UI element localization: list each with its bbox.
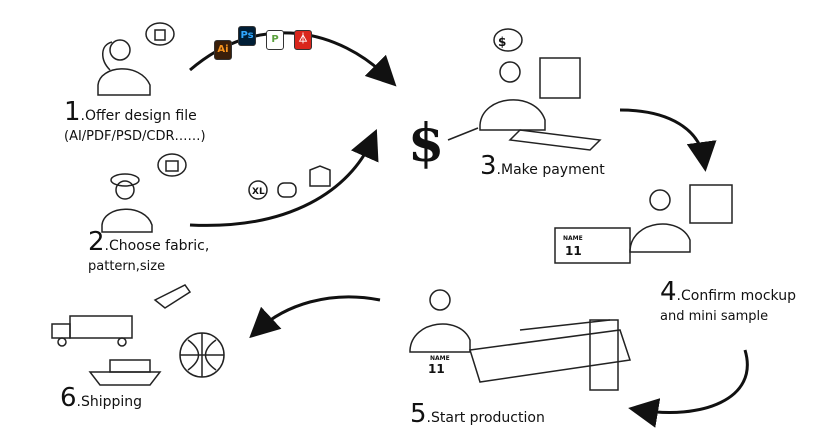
step-label: .Choose fabric, <box>104 238 210 254</box>
step-1: 1.Offer design file (AI/PDF/PSD/CDR……) <box>64 96 206 145</box>
mockup-name-label: NAME <box>563 235 583 242</box>
thought-dollar: $ <box>498 35 506 49</box>
step-5: 5.Start production <box>410 398 545 431</box>
step-number: 3 <box>480 151 497 181</box>
illustrator-icon: Ai <box>214 40 232 60</box>
arrow-step3-to-step4 <box>619 108 717 172</box>
step-sublabel: and mini sample <box>660 308 769 324</box>
mockup-number-label: 11 <box>565 244 582 258</box>
step-number: 2 <box>88 227 105 257</box>
step-sublabel: pattern,size <box>88 258 166 274</box>
production-machine <box>409 289 631 391</box>
pdf-icon: ⏃ <box>294 30 312 50</box>
step-number: 6 <box>60 383 77 413</box>
step-label: .Confirm mockup <box>676 288 796 304</box>
step-4: 4.Confirm mockup and mini sample <box>660 276 796 325</box>
arrow-step4-to-step5 <box>628 349 749 428</box>
step-label: .Start production <box>426 410 545 426</box>
photoshop-icon: Ps <box>238 26 256 46</box>
step-6: 6.Shipping <box>60 382 142 415</box>
shipping-vehicles <box>51 284 225 386</box>
payment-figure <box>479 28 602 151</box>
production-number-label: 11 <box>428 362 445 376</box>
payment-line <box>447 127 479 141</box>
step-sublabel: (AI/PDF/PSD/CDR……) <box>64 128 206 144</box>
step-label: .Offer design file <box>80 108 197 124</box>
fabric-options <box>248 165 331 200</box>
step-3: 3.Make payment <box>480 150 605 183</box>
production-name-label: NAME <box>430 355 450 362</box>
step-number: 5 <box>410 399 427 429</box>
arrow-step2-to-step3 <box>189 129 379 227</box>
customer-figure <box>101 153 187 233</box>
coreldraw-icon: P <box>266 30 284 50</box>
step-label: .Shipping <box>76 394 143 410</box>
arrow-step5-to-step6 <box>249 295 381 339</box>
step-label: .Make payment <box>496 162 605 178</box>
designer-figure <box>97 22 175 96</box>
size-tag: XL <box>252 187 265 197</box>
step-2: 2.Choose fabric, pattern,size <box>88 226 209 275</box>
step-number: 4 <box>660 277 677 307</box>
mockup-figure <box>554 184 733 264</box>
payment-dollar-sign: $ <box>408 113 445 174</box>
step-number: 1 <box>64 97 81 127</box>
